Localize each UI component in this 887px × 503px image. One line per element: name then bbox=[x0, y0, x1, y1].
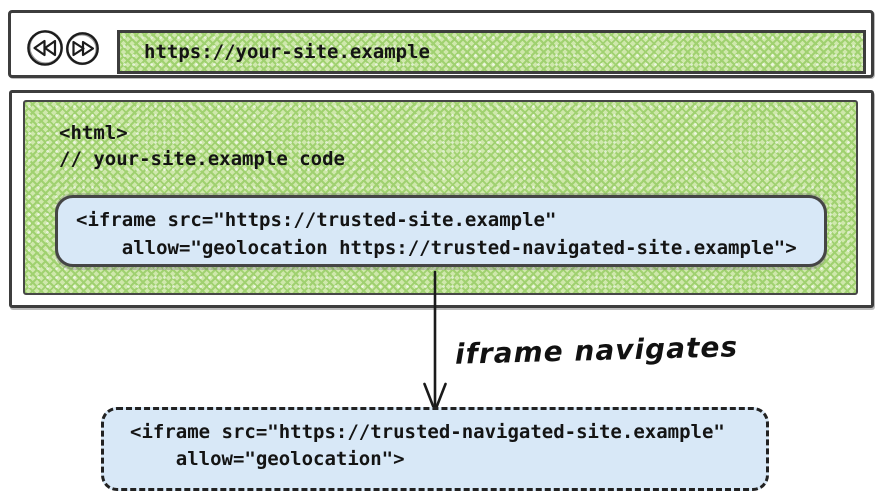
navigation-arrow bbox=[423, 270, 447, 415]
navigated-iframe-box: <iframe src="https://trusted-navigated-s… bbox=[101, 407, 769, 491]
browser-toolbar: https://your-site.example bbox=[8, 10, 874, 78]
navigated-iframe-code-line2: allow="geolocation"> bbox=[130, 448, 405, 470]
iframe-code: <iframe src="https://trusted-site.exampl… bbox=[76, 206, 797, 262]
forward-button[interactable] bbox=[65, 31, 100, 66]
rewind-icon bbox=[27, 29, 64, 66]
site-code-line2: // your-site.example code bbox=[59, 148, 345, 170]
back-button[interactable] bbox=[26, 29, 64, 67]
page-content-area: <html> // your-site.example code <iframe … bbox=[23, 100, 858, 295]
browser-window: <html> // your-site.example code <iframe … bbox=[9, 90, 874, 308]
url-text: https://your-site.example bbox=[144, 41, 430, 63]
fast-forward-icon bbox=[65, 32, 99, 66]
iframe-code-line1: <iframe src="https://trusted-site.exampl… bbox=[76, 209, 557, 231]
url-bar[interactable]: https://your-site.example bbox=[117, 30, 866, 74]
iframe-code-line2: allow="geolocation https://trusted-navig… bbox=[76, 237, 797, 259]
navigated-iframe-code: <iframe src="https://trusted-navigated-s… bbox=[130, 419, 725, 473]
navigated-iframe-code-line1: <iframe src="https://trusted-navigated-s… bbox=[130, 421, 725, 443]
site-code-line1: <html> bbox=[59, 122, 128, 144]
arrow-label: iframe navigates bbox=[454, 330, 739, 371]
site-code: <html> // your-site.example code bbox=[59, 120, 345, 172]
iframe-element-box: <iframe src="https://trusted-site.exampl… bbox=[55, 195, 827, 267]
